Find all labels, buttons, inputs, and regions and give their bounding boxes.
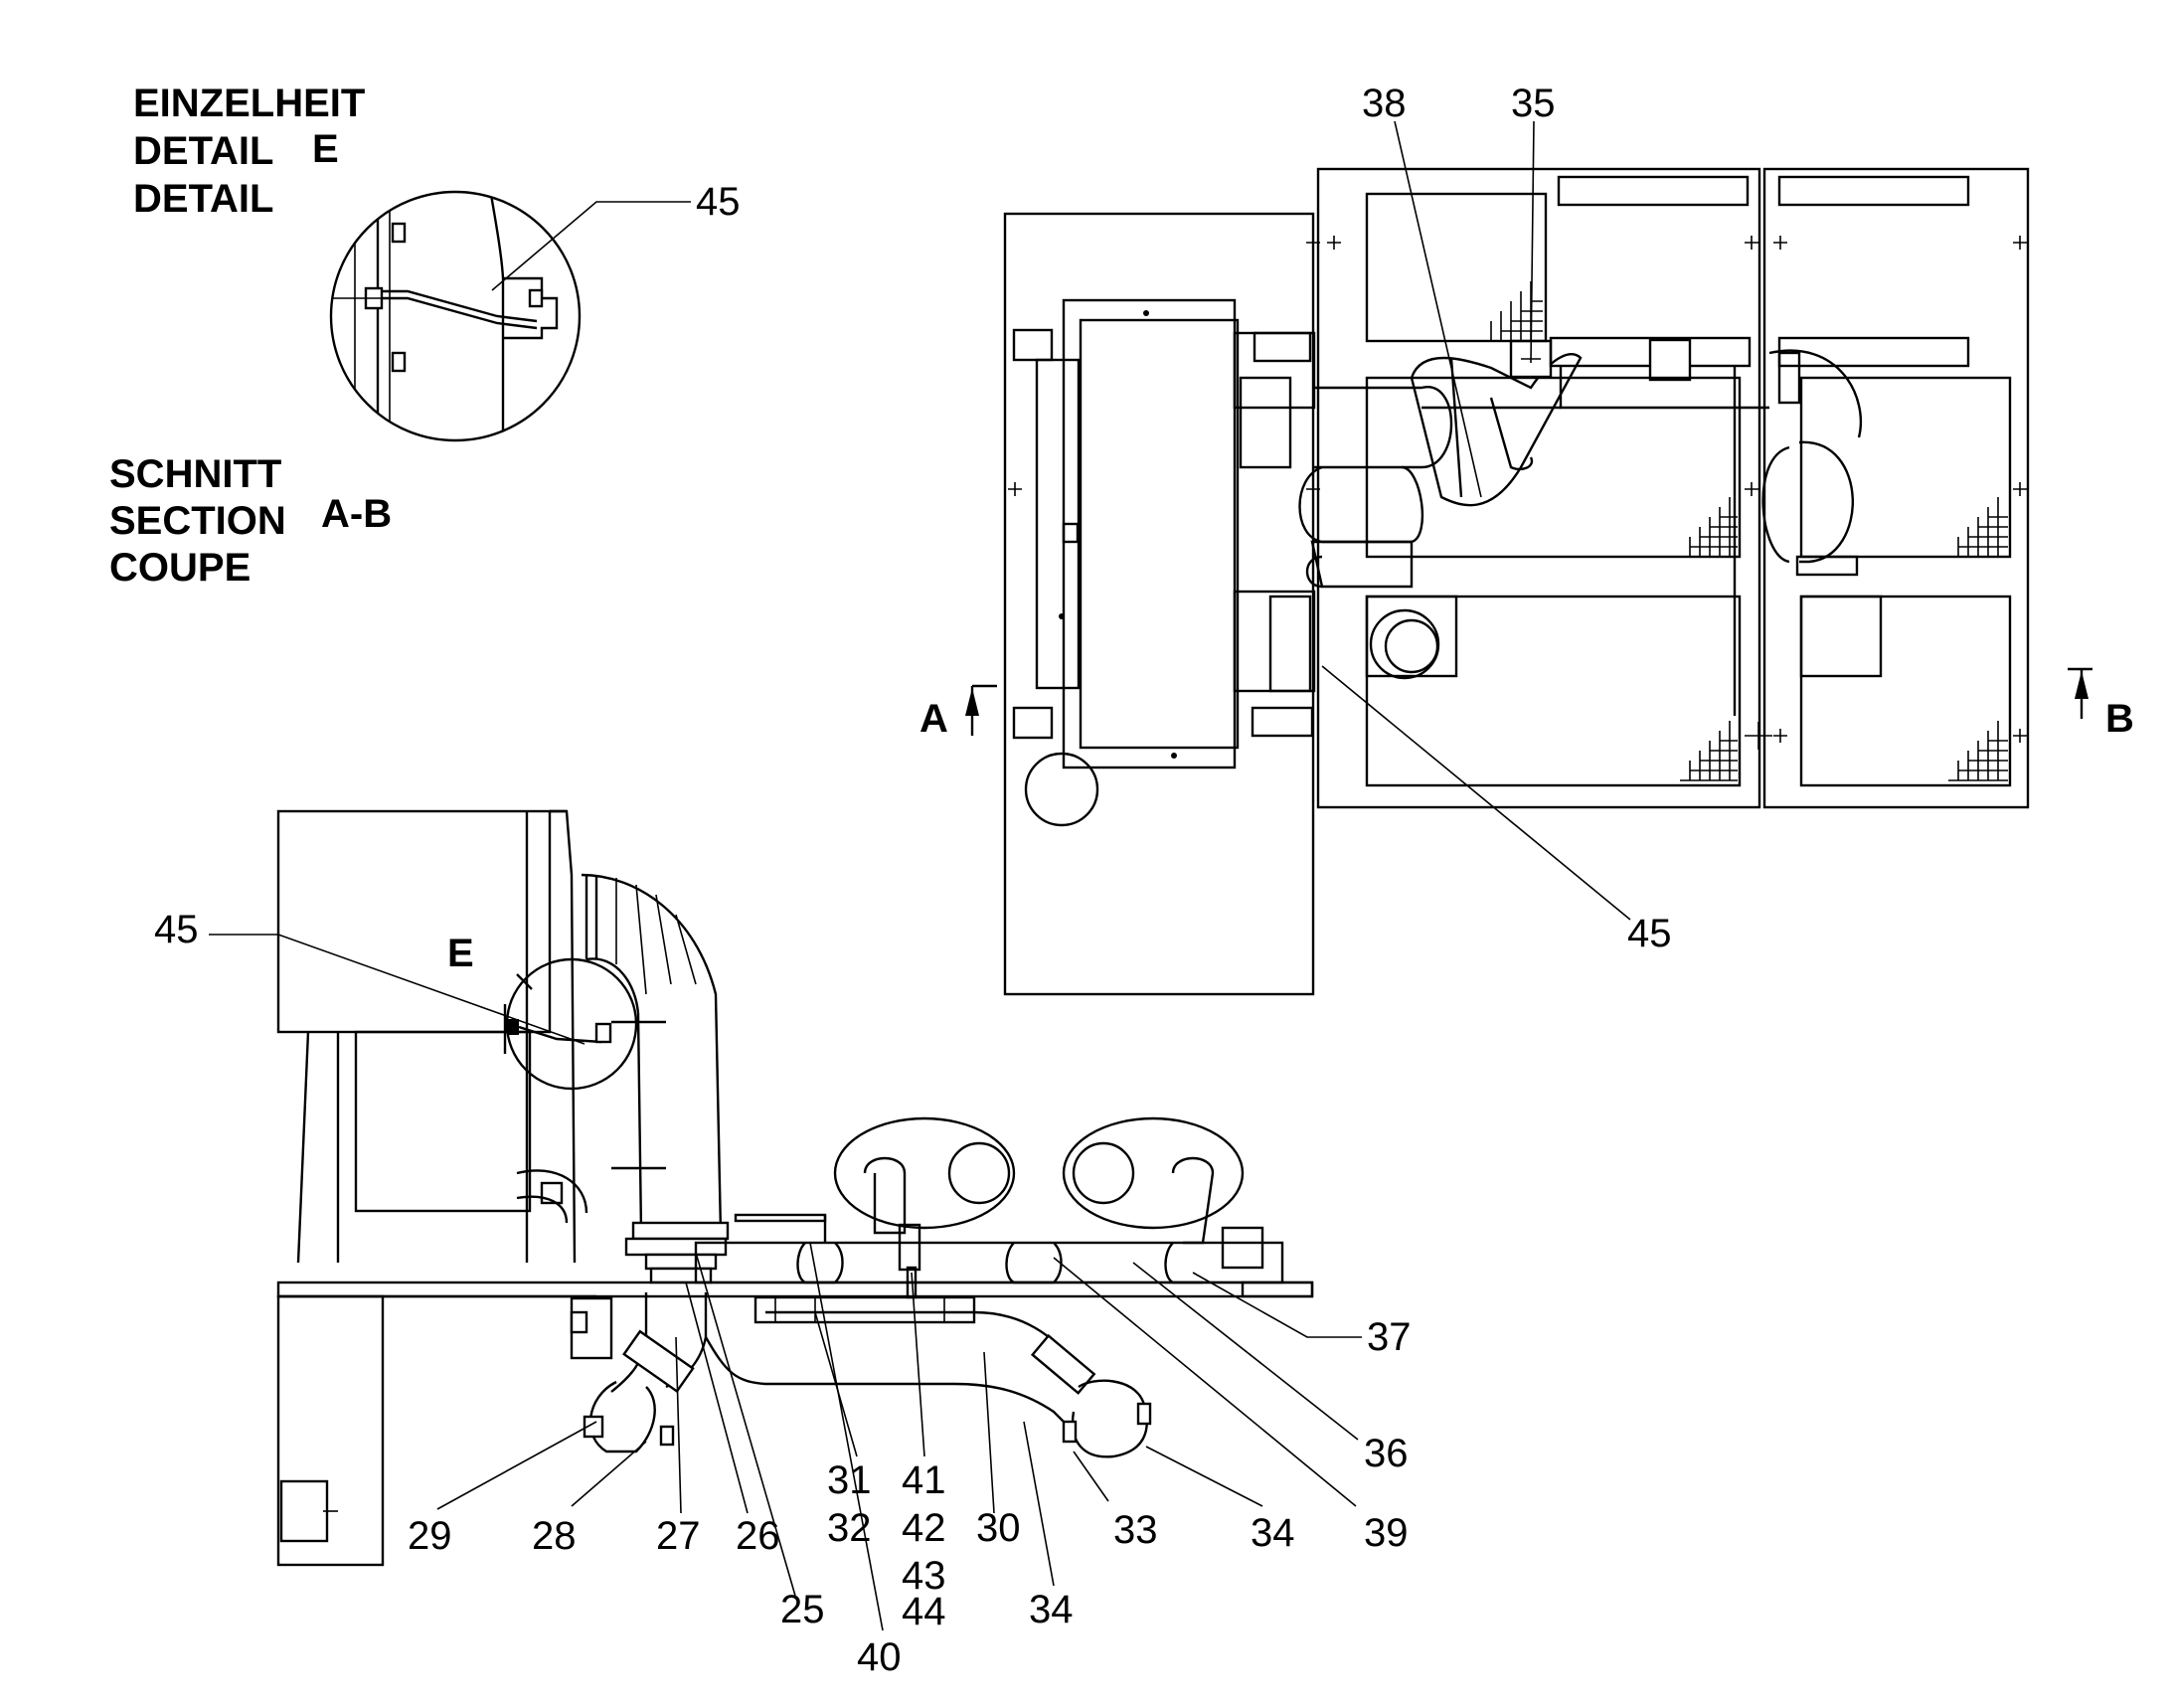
callout-34-lower: 34 — [1029, 1588, 1074, 1631]
callout-32: 32 — [827, 1506, 872, 1550]
callout-27: 27 — [656, 1514, 701, 1558]
section-mark-a: A — [919, 684, 997, 741]
section-mark-b-label: B — [2105, 697, 2134, 741]
callout-26: 26 — [736, 1514, 780, 1558]
callout-30: 30 — [976, 1506, 1021, 1550]
callout-45-side: 45 — [154, 908, 199, 951]
detail-letter: E — [312, 127, 339, 171]
callout-42: 42 — [902, 1506, 946, 1550]
leader-lines — [209, 120, 1631, 1631]
detail-heading: EINZELHEIT DETAIL DETAIL E — [133, 82, 365, 221]
callout-45-plan: 45 — [1627, 912, 1672, 955]
callout-40: 40 — [857, 1635, 902, 1679]
callout-43: 43 — [902, 1554, 946, 1598]
callout-35: 35 — [1511, 82, 1556, 125]
section-heading-line-2: SECTION — [109, 499, 286, 543]
detail-heading-line-1: EINZELHEIT — [133, 82, 365, 125]
section-letters: A-B — [321, 492, 392, 536]
callout-29: 29 — [408, 1514, 452, 1558]
callout-25: 25 — [780, 1588, 825, 1631]
section-heading: SCHNITT SECTION COUPE A-B — [109, 452, 392, 590]
detail-heading-line-2: DETAIL — [133, 129, 273, 173]
hatch-grids — [1490, 281, 2008, 781]
callout-44: 44 — [902, 1590, 946, 1633]
section-heading-line-3: COUPE — [109, 546, 251, 590]
section-heading-line-1: SCHNITT — [109, 452, 281, 496]
detail-heading-line-3: DETAIL — [133, 177, 273, 221]
cross-marks — [1008, 236, 2027, 750]
callout-38: 38 — [1362, 82, 1407, 125]
section-mark-b: B — [2068, 667, 2134, 741]
side-view: E — [276, 809, 1314, 1567]
callout-41: 41 — [902, 1458, 946, 1502]
detail-marker-e: E — [447, 932, 474, 975]
callout-33: 33 — [1113, 1508, 1158, 1552]
callout-numbers: 45 38 35 45 45 37 36 39 34 33 34 30 31 3… — [154, 82, 1672, 1679]
callout-36: 36 — [1364, 1432, 1409, 1475]
callout-37: 37 — [1367, 1315, 1412, 1359]
section-mark-a-label: A — [919, 697, 948, 741]
callout-39: 39 — [1364, 1511, 1409, 1555]
callout-45-detail: 45 — [696, 180, 741, 224]
detail-e-view — [329, 190, 582, 442]
plan-view: A B — [919, 167, 2134, 996]
callout-31: 31 — [827, 1458, 872, 1502]
callout-28: 28 — [532, 1514, 577, 1558]
callout-34-right: 34 — [1251, 1511, 1295, 1555]
